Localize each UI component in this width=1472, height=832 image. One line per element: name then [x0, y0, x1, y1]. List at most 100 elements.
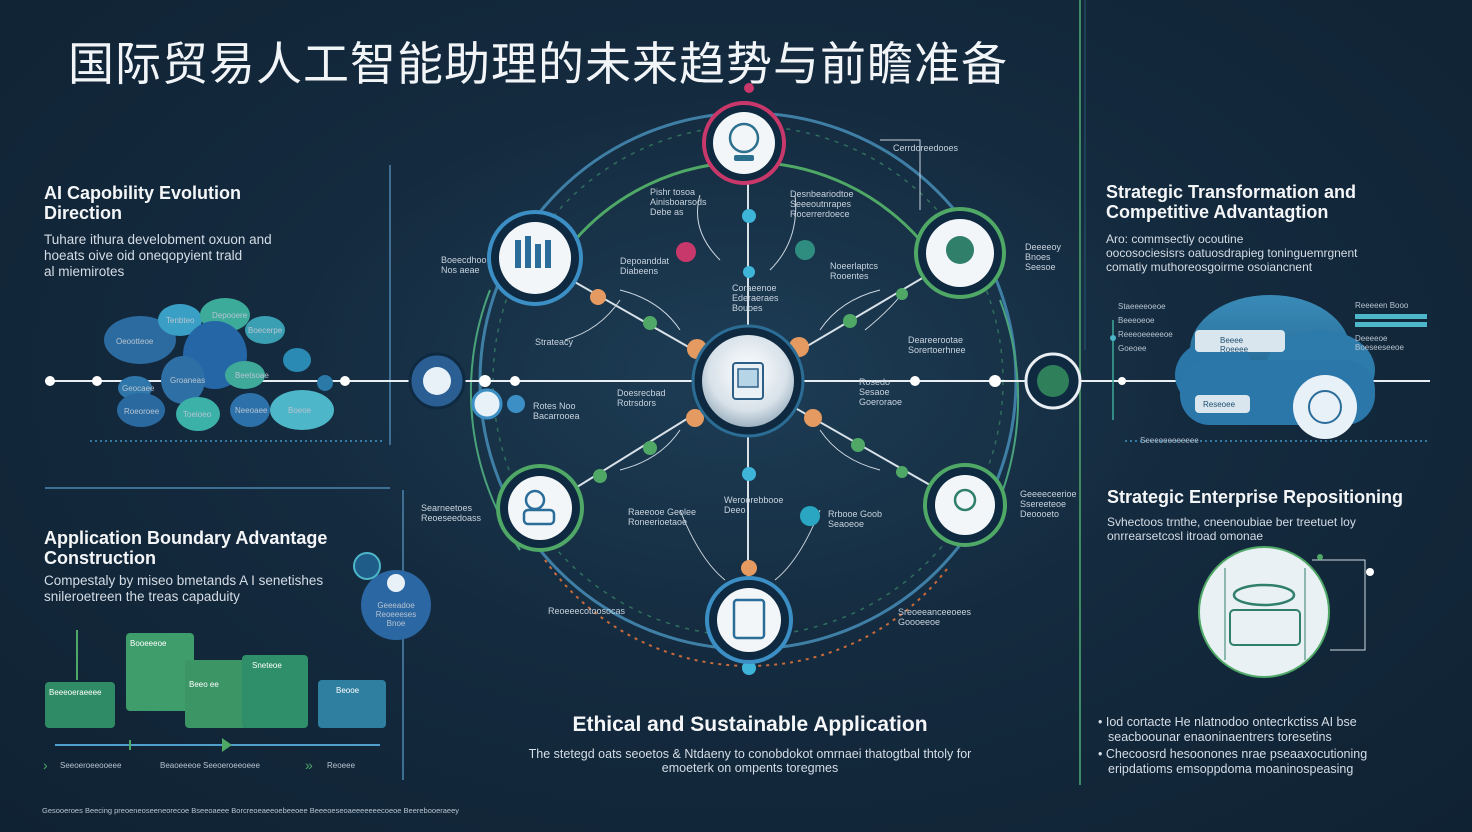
hub-label-top-right: Cerrdoreedooes — [893, 143, 959, 153]
ethical-body-line1: The stetegd oats seoetos & Ntdaeny to co… — [528, 747, 972, 761]
cloud-label-left-l2: Beeeoeoe — [1118, 316, 1155, 325]
page-title: 国际贸易人工智能助理的未来趋势与前瞻准备 — [68, 38, 1008, 90]
hub-label-right-mid2-l3: Goeroraoe — [859, 397, 903, 407]
right-bullet-list: • Iod cortacte He nlatnodoo ontecrkctiss… — [1098, 715, 1458, 777]
hub-label-lower-mid-l1: Weroorebbooe — [724, 495, 784, 505]
ethical-body-line2: emoeterk on ompents toregmes — [661, 761, 839, 775]
strategic-transformation-body-line1: Aro: commsectiy ocoutine — [1106, 232, 1244, 246]
hub-label-right-mid2-l1: Rosedo — [859, 377, 891, 387]
hub-label-mid-left-l2: Diabeens — [620, 266, 659, 276]
hub-label-right-upper: Noeerlaptcs Rooentes — [830, 261, 878, 281]
cloud-label-left-l4: Goeoee — [1118, 344, 1147, 353]
ai-capability-body-line2: hoeats oive oid oneqopyient trald — [44, 248, 243, 263]
cloud-footer: Seeeoeeeeeeee — [1140, 436, 1199, 445]
enterprise-repositioning-section: Strategic Enterprise Repositioning Svhec… — [1107, 487, 1452, 543]
ai-capability-section: AI Capobility Evolution Direction Tuhare… — [44, 183, 374, 280]
hub-label-lower-center-l1: Raeeooe Geolee — [628, 507, 697, 517]
hub-label-right-mid-l1: Deareerootae — [908, 335, 964, 345]
hub-label-top-right-group: Desnbeariodtoe Seeeoutnrapes Rocerrerdoe… — [790, 189, 854, 219]
bubble-label: Geocaee — [122, 384, 155, 393]
hub-label-right-upper-l1: Noeerlaptcs — [830, 261, 879, 271]
hub-label-bottom-right-l1: Sreoeeanceeoees — [898, 607, 972, 617]
enterprise-repositioning-title: Strategic Enterprise Repositioning — [1107, 487, 1404, 507]
enterprise-repositioning-body-line2: onrrearsetcosl itroad omonae — [1107, 529, 1264, 543]
cloud-inner-label-3: Reseoee — [1203, 400, 1236, 409]
hub-label-lower-left-l1: Searneetoes — [421, 503, 473, 513]
hub-label-left-low-l2: Bacarrooea — [533, 411, 580, 421]
hub-label-center-top-l1: Coraeenoe — [732, 283, 777, 293]
hub-label-top-right-l1: Desnbeariodtoe — [790, 189, 854, 199]
hub-label-left-upper: Boeecdhoo Nos aeae — [441, 255, 487, 275]
bubble-label: Beetsoae — [235, 371, 269, 380]
hub-label-bottom-left: Reoeeecotoosocas — [548, 606, 626, 616]
hub-label-mid-left: Depoanddat Diabeens — [620, 256, 669, 276]
bar-card-1: Beeeoeraeeee — [45, 682, 115, 728]
bubble-label: Oeootteoe — [116, 337, 154, 346]
chevron-right-icon: › — [43, 757, 48, 773]
bar-card-2: Booeeeoe — [126, 633, 194, 711]
hub-label-lower-right-l2: Seaoeoe — [828, 519, 865, 529]
bubble-label: Neeoaee — [235, 406, 268, 415]
right-bullet-2: • Checoosrd hesoonones nrae pseaaxocutio… — [1098, 747, 1458, 762]
hub-label-left-mid: Doesrecbad Rotrsdors — [617, 388, 666, 408]
hub-label-left-upper-l2: Nos aeae — [441, 265, 480, 275]
left-circle-l2: Reoeeeses — [375, 610, 417, 619]
bar-footer-4: Reoeee — [327, 761, 356, 770]
ai-capability-body-line1: Tuhare ithura develobment oxuon and — [44, 232, 272, 247]
app-boundary-title-line2: Construction — [44, 548, 156, 568]
cloud-inner-l1: Beeee — [1220, 336, 1244, 345]
hub-label-lower-left-l2: Reoeseedoass — [421, 513, 482, 523]
hub-label-lower-right-l1: Rrbooe Goob — [828, 509, 883, 519]
app-boundary-section: Application Boundary Advantage Construct… — [44, 528, 374, 605]
bar-footer-3: Seeoeroeeoeee — [203, 761, 260, 770]
bar-card-3-label: Beeo ee — [189, 680, 219, 689]
cloud-label-right-l2: Deeeeoe — [1355, 334, 1388, 343]
hub-label-center-top: Coraeenoe Ederaeraes Bouoes — [732, 283, 779, 313]
bubble-label: Boeoe — [288, 406, 312, 415]
bubble-label: Groaneas — [170, 376, 206, 385]
app-boundary-body-line2: snileroetreen the treas capaduity — [44, 589, 240, 604]
hub-label-left-low-l1: Rotes Noo — [533, 401, 576, 411]
bar-card-2-label: Booeeeoe — [130, 639, 167, 648]
cloud-inner-l2: Roeeee — [1220, 345, 1249, 354]
ai-capability-title-line2: Direction — [44, 203, 123, 223]
strategic-transformation-body-line2: oocosociesisrs oatuosdrapieg toninguemrg… — [1106, 246, 1358, 260]
cloud-label-right: Reeeeen Booo Deeeeoe Boeseeseeoe — [1355, 301, 1408, 352]
hub-label-left-mid-l2: Rotrsdors — [617, 398, 657, 408]
hub-label-lower-mid: Weroorebbooe Deeo — [724, 495, 783, 515]
right-bullet-1-cont: seacboounar enaoninaentrers toresetins — [1108, 730, 1332, 744]
cloud-label-right-l1: Reeeeen Booo — [1355, 301, 1409, 310]
cloud-label-right-l3: Boeseeseeoe — [1355, 343, 1404, 352]
right-bullet-1-text: Iod cortacte He nlatnodoo ontecrkctiss A… — [1105, 715, 1357, 729]
hub-label-left-low: Rotes Noo Bacarrooea — [533, 401, 580, 421]
hub-label-right-mid2-l2: Sesaoe — [859, 387, 890, 397]
ethical-section: Ethical and Sustainable Application The … — [470, 712, 1030, 775]
footer-text: Gesooeroes Beecing preoeneoseeneorecoe B… — [42, 806, 460, 815]
bubble-label: Boecerpe — [248, 326, 283, 335]
hub-label-far-lower-right: Geeeeceerioe Ssereeteoe Deoooeto — [1020, 489, 1077, 519]
hub-label-top-center-l3: Debe as — [650, 207, 684, 217]
hub-label-lower-mid-l2: Deeo — [724, 505, 746, 515]
bubble-label: Roeoroee — [124, 407, 160, 416]
bubble-label: Toeioeo — [183, 410, 212, 419]
hub-label-lower-left: Searneetoes Reoeseedoass — [421, 503, 481, 523]
hub-label-center-top-l3: Bouoes — [732, 303, 763, 313]
bar-card-3: Beeo ee — [185, 660, 247, 728]
strategic-transformation-title-line1: Strategic Transformation and — [1106, 182, 1357, 202]
bar-card-1-label: Beeeoeraeeee — [49, 688, 102, 697]
app-boundary-title-line1: Application Boundary Advantage — [44, 528, 328, 548]
hub-label-top-center-l1: Pishr tosoa — [650, 187, 696, 197]
hub-label-far-right-l3: Seesoe — [1025, 262, 1056, 272]
left-circle-l1: Geeeadoe — [377, 601, 415, 610]
hub-label-right-upper-l2: Rooentes — [830, 271, 869, 281]
bar-card-4: Sneteoe — [242, 655, 308, 728]
bullet-dot-icon: • — [1098, 747, 1106, 761]
hub-label-top-right-l2: Seeeoutnrapes — [790, 199, 852, 209]
hub-label-top-center-l2: Ainisboarsods — [650, 197, 707, 207]
hub-label-mid-left-l1: Depoanddat — [620, 256, 670, 266]
strategic-transformation-section: Strategic Transformation and Competitive… — [1106, 182, 1451, 274]
hub-label-bottom-right-l2: Goooeeoe — [898, 617, 941, 627]
cloud-label-left-l3: Reeeoeeeeeoe — [1118, 330, 1173, 339]
hub-label-right-mid-l2: Sorertoerhnee — [908, 345, 966, 355]
